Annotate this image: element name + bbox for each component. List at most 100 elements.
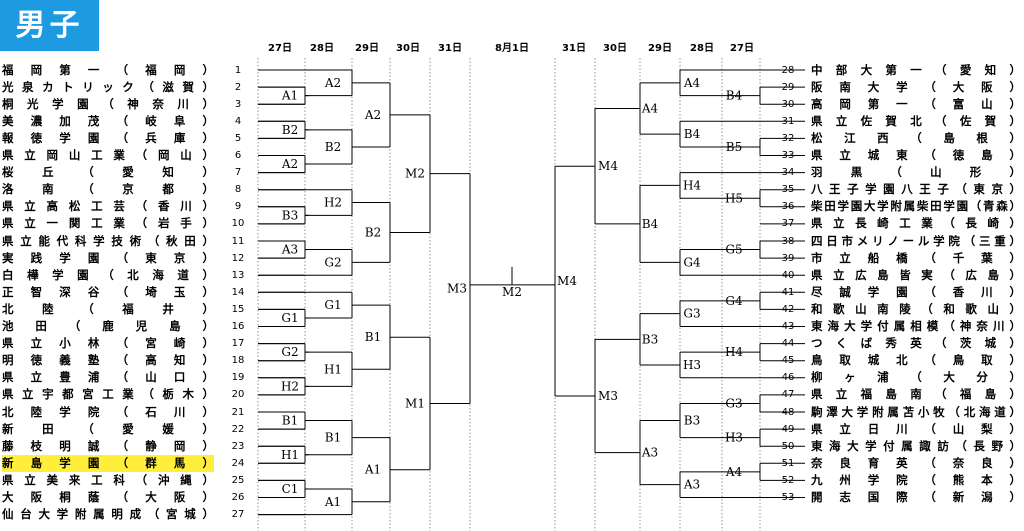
match-label: G3 bbox=[683, 307, 700, 321]
match-label: M3 bbox=[598, 389, 618, 403]
match-label: G2 bbox=[281, 345, 298, 359]
right-team-name: 開志国際（新潟） bbox=[811, 490, 1021, 504]
match-label: H5 bbox=[725, 191, 743, 205]
left-team-name: 北陸学院（石川） bbox=[2, 404, 214, 419]
left-seed-number: 9 bbox=[234, 201, 242, 213]
left-team-name: 県立岡山工業（岡山） bbox=[2, 148, 214, 162]
right-team-name: 尽誠学園（香川） bbox=[811, 284, 1021, 299]
left-seed-number: 2 bbox=[234, 81, 242, 93]
left-seed-number: 14 bbox=[231, 286, 245, 298]
right-team-name: 四日市メリノール学院（三重） bbox=[811, 233, 1021, 248]
day-header-right: 29日 bbox=[648, 43, 672, 54]
left-team-name: 新田（愛媛） bbox=[2, 421, 214, 436]
left-seed-number: 15 bbox=[231, 303, 245, 315]
left-team-name: 藤枝明誠（静岡） bbox=[2, 438, 214, 453]
left-team-name: 県立宇都宮工業（栃木） bbox=[2, 387, 214, 402]
match-label: G2 bbox=[324, 255, 341, 269]
left-seed-number: 22 bbox=[231, 423, 245, 435]
left-seed-number: 20 bbox=[231, 389, 245, 401]
match-label: G1 bbox=[324, 298, 341, 312]
left-team-name: 県立能代科学技術（秋田） bbox=[2, 233, 214, 248]
left-team-name: 池田（鹿児島） bbox=[2, 319, 214, 333]
right-team-name: 鳥取城北（鳥取） bbox=[811, 353, 1021, 368]
left-seed-number: 13 bbox=[231, 269, 245, 281]
right-team-name: 八王子学園八王子（東京） bbox=[811, 182, 1021, 197]
right-team-name: 県立長崎工業（長崎） bbox=[811, 216, 1021, 231]
title-banner bbox=[0, 0, 99, 51]
left-team-name: 桜丘（愛知） bbox=[2, 165, 214, 180]
left-seed-number: 3 bbox=[234, 98, 242, 110]
left-team-name: 実践学園（東京） bbox=[2, 250, 214, 265]
match-label: B3 bbox=[642, 332, 658, 346]
left-seed-number: 16 bbox=[231, 321, 245, 332]
left-seed-number: 27 bbox=[231, 509, 245, 521]
right-team-name: つくば秀英（茨城） bbox=[811, 336, 1021, 351]
left-seed-number: 1 bbox=[234, 64, 242, 76]
match-label: H2 bbox=[324, 196, 342, 210]
left-team-name: 美濃加茂（岐阜） bbox=[2, 113, 214, 128]
right-team-name: 県立広島皆実（広島） bbox=[811, 267, 1021, 282]
left-team-name: 桐光学園（神奈川） bbox=[2, 96, 214, 111]
right-team-name: 柴田学園大学附属柴田学園（青森） bbox=[811, 199, 1021, 214]
match-label: G4 bbox=[683, 255, 701, 269]
page-title: 男子 bbox=[15, 8, 84, 43]
left-team-name: 仙台大学附属明成（宮城） bbox=[2, 507, 214, 522]
left-seed-number: 19 bbox=[231, 372, 245, 384]
match-label: B2 bbox=[365, 225, 381, 239]
day-header-right: 27日 bbox=[730, 43, 754, 54]
match-label: A2 bbox=[281, 157, 298, 171]
right-team-name: 県立佐賀北（佐賀） bbox=[811, 113, 1021, 128]
match-label: M1 bbox=[405, 396, 425, 410]
day-header-left: 30日 bbox=[396, 43, 420, 54]
day-header-right: 31日 bbox=[562, 43, 586, 54]
left-seed-number: 5 bbox=[234, 132, 242, 144]
left-seed-number: 23 bbox=[231, 440, 245, 452]
match-label: G1 bbox=[281, 311, 298, 325]
left-seed-number: 18 bbox=[231, 355, 245, 367]
match-label: H1 bbox=[281, 448, 299, 462]
left-seed-number: 10 bbox=[231, 218, 245, 230]
right-team-name: 駒澤大学附属苫小牧（北海道） bbox=[811, 404, 1021, 419]
left-seed-number: 21 bbox=[231, 406, 245, 418]
match-label: A4 bbox=[683, 76, 701, 90]
match-label: H4 bbox=[683, 178, 701, 192]
right-team-name: 阪南大学（大阪） bbox=[811, 79, 1021, 94]
match-label: H4 bbox=[725, 345, 743, 359]
match-label: A2 bbox=[364, 108, 381, 122]
match-label: M4 bbox=[598, 159, 618, 173]
match-label: B4 bbox=[684, 127, 701, 141]
day-header-right: 28日 bbox=[690, 43, 714, 54]
match-label: M3 bbox=[447, 282, 467, 296]
left-team-name: 北陸（福井） bbox=[2, 301, 214, 316]
left-team-name: 県立美来工科（沖縄） bbox=[2, 472, 214, 487]
left-team-name: 光泉カトリック（滋賀） bbox=[2, 79, 214, 94]
match-label: A1 bbox=[324, 495, 341, 509]
match-label: B4 bbox=[726, 89, 743, 103]
match-label: B1 bbox=[282, 414, 298, 428]
right-team-name: 和歌山南陵（和歌山） bbox=[811, 301, 1021, 316]
match-label: B5 bbox=[726, 140, 742, 154]
match-label: B1 bbox=[365, 330, 381, 344]
right-team-name: 東海大学付属相模（神奈川） bbox=[811, 319, 1021, 333]
match-label: A2 bbox=[324, 76, 341, 90]
left-team-name: 県立高松工芸（香川） bbox=[2, 199, 214, 214]
right-team-name: 柳ヶ浦（大分） bbox=[811, 370, 1021, 385]
left-team-name: 白樺学園（北海道） bbox=[2, 267, 214, 282]
right-team-name: 県立日川（山梨） bbox=[811, 421, 1021, 436]
left-team-name: 大阪桐蔭（大阪） bbox=[2, 490, 214, 504]
left-seed-number: 17 bbox=[231, 338, 245, 350]
left-seed-number: 8 bbox=[234, 184, 242, 196]
left-team-name: 新島学園（群馬） bbox=[2, 454, 214, 472]
match-label: H3 bbox=[725, 431, 743, 445]
match-label: H1 bbox=[324, 362, 342, 376]
right-team-name: 中部大第一（愛知） bbox=[811, 62, 1021, 77]
left-seed-number: 12 bbox=[231, 252, 245, 264]
left-seed-number: 11 bbox=[231, 235, 245, 247]
left-team-name: 洛南（京都） bbox=[2, 182, 214, 197]
match-label: G4 bbox=[725, 294, 743, 308]
day-header-left: 29日 bbox=[355, 43, 379, 54]
left-seed-number: 6 bbox=[234, 150, 242, 161]
left-team-name: 県立一関工業（岩手） bbox=[2, 216, 214, 231]
left-seed-number: 26 bbox=[231, 492, 245, 503]
day-header-left: 28日 bbox=[310, 43, 334, 54]
